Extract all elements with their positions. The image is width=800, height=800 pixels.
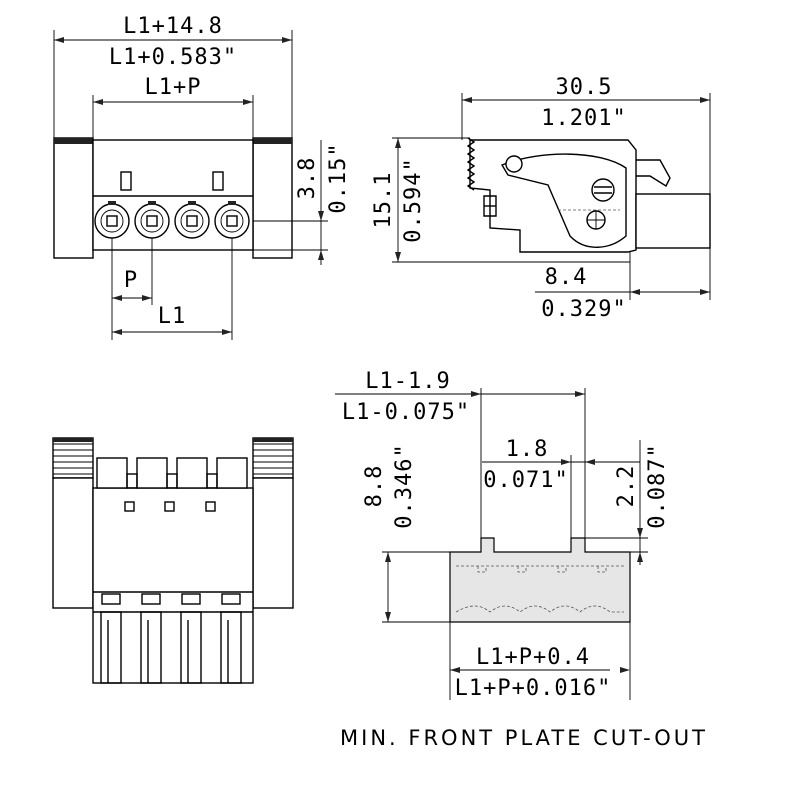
cutout-view: L1-1.9 L1-0.075" 1.8 0.071" 2.2 0.087" 8… bbox=[335, 369, 670, 701]
dim-side-length-mm: 30.5 bbox=[556, 75, 613, 100]
dim-side-height-mm: 15.1 bbox=[371, 172, 396, 229]
side-view: 30.5 1.201" 15.1 0.594" 8.4 0.32 bbox=[371, 75, 711, 322]
dim-tab-height-mm: 2.2 bbox=[614, 465, 639, 508]
dim-tab-height-in: 0.087" bbox=[645, 443, 670, 528]
dim-cutout-height-in: 0.346" bbox=[392, 443, 417, 528]
dim-length: L1 bbox=[158, 304, 187, 329]
dim-inner-width: L1+P bbox=[145, 75, 202, 100]
dim-side-length-in: 1.201" bbox=[541, 106, 626, 131]
dim-tab-width-mm: 1.8 bbox=[506, 437, 549, 462]
dim-cutout-width-in: L1-0.075" bbox=[342, 400, 470, 425]
dim-cutout-width-mm: L1-1.9 bbox=[365, 369, 450, 394]
dim-cutout-height-mm: 8.8 bbox=[362, 465, 387, 508]
plan-view bbox=[52, 437, 294, 684]
dim-overall-width-in: L1+0.583" bbox=[109, 45, 237, 70]
dim-pitch: P bbox=[124, 268, 138, 293]
dim-offset-in: 0.329" bbox=[541, 297, 626, 322]
dim-overall-width-mm: L1+14.8 bbox=[123, 14, 223, 39]
dim-height-in: 0.15" bbox=[326, 142, 351, 213]
dim-cutout-bottom-in: L1+P+0.016" bbox=[455, 676, 612, 701]
front-view: L1+14.8 L1+0.583" L1+P bbox=[53, 14, 351, 340]
cutout-caption: MIN. FRONT PLATE CUT-OUT bbox=[340, 726, 708, 750]
screw-terminals bbox=[94, 201, 250, 239]
dim-side-height-in: 0.594" bbox=[401, 157, 426, 242]
dim-offset-mm: 8.4 bbox=[545, 265, 588, 290]
dim-height-mm: 3.8 bbox=[295, 157, 320, 200]
dim-tab-width-in: 0.071" bbox=[483, 468, 568, 493]
dim-cutout-bottom-mm: L1+P+0.4 bbox=[476, 645, 590, 670]
